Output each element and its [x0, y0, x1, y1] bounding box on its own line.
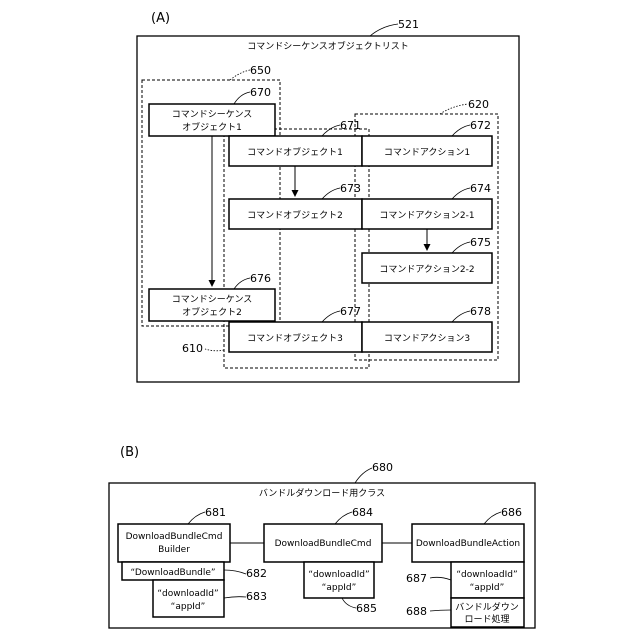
builder-line1: DownloadBundleCmd [126, 532, 223, 542]
command-object-2-label: コマンドオブジェクト2 [247, 209, 343, 221]
ref-650-leader [230, 70, 250, 80]
section-b-label: (B) [120, 445, 139, 460]
cmd-param-ids-line1: “downloadId” [308, 570, 369, 580]
ref-676: 676 [250, 272, 271, 285]
section-a-label: (A) [151, 11, 170, 26]
bundle-download-process-line2: ロード処理 [464, 613, 509, 625]
ref-675: 675 [470, 236, 491, 249]
command-action-1-label: コマンドアクション1 [384, 147, 470, 158]
download-bundle-cmd-builder [118, 524, 230, 562]
cmd-param-ids-line2: “appId” [322, 583, 357, 593]
ref-674-leader [452, 188, 470, 199]
ref-682: 682 [246, 567, 267, 580]
ref-687-leader [430, 577, 451, 580]
ref-683: 683 [246, 590, 267, 603]
ref-684: 684 [352, 506, 373, 519]
ref-677: 677 [340, 305, 361, 318]
ref-686-leader [484, 512, 501, 524]
command-sequence-object-2-line1: コマンドシーケンス [172, 294, 253, 305]
bundle-download-class-title: バンドルダウンロード用クラス [259, 487, 385, 499]
builder-param-download-bundle-text: “DownloadBundle” [130, 568, 215, 578]
ref-610: 610 [182, 342, 203, 355]
section-b: (B) バンドルダウンロード用クラス 680 DownloadBundleCmd… [109, 445, 535, 628]
ref-674: 674 [470, 182, 491, 195]
ref-521-leader [370, 24, 398, 36]
ref-521: 521 [398, 18, 419, 31]
ref-671: 671 [340, 119, 361, 132]
ref-671-leader [322, 125, 340, 136]
ref-680-leader [355, 468, 372, 483]
ref-677-leader [322, 311, 340, 322]
command-sequence-object-2-line2: オブジェクト2 [182, 306, 242, 318]
ref-684-leader [335, 512, 352, 524]
ref-681-leader [188, 512, 205, 524]
ref-685-leader [342, 598, 356, 608]
ref-687: 687 [406, 572, 427, 585]
ref-673: 673 [340, 182, 361, 195]
ref-620: 620 [468, 98, 489, 111]
ref-672-leader [452, 125, 470, 136]
bundle-download-process-line1: バンドルダウン [455, 601, 518, 613]
ref-650: 650 [250, 64, 271, 77]
ref-673-leader [322, 188, 340, 199]
command-action-3-label: コマンドアクション3 [384, 333, 470, 344]
builder-param-ids-line1: “downloadId” [157, 589, 218, 599]
ref-685: 685 [356, 602, 377, 615]
action-param-ids-line2: “appId” [470, 583, 505, 593]
command-object-3-label: コマンドオブジェクト3 [247, 332, 343, 344]
command-action-2-1-label: コマンドアクション2-1 [379, 210, 474, 221]
section-a: (A) コマンドシーケンスオブジェクトリスト 521 650 620 610 コ… [137, 11, 519, 382]
ref-688-leader [430, 610, 451, 611]
ref-672: 672 [470, 119, 491, 132]
ref-670-leader [234, 92, 250, 104]
ref-678-leader [452, 311, 470, 322]
ref-681: 681 [205, 506, 226, 519]
command-sequence-object-1-line2: オブジェクト1 [182, 121, 242, 133]
ref-683-leader [224, 597, 246, 598]
builder-param-ids-line2: “appId” [171, 602, 206, 612]
ref-675-leader [452, 242, 470, 253]
command-object-1-label: コマンドオブジェクト1 [247, 146, 343, 158]
download-bundle-action-label: DownloadBundleAction [416, 539, 520, 549]
ref-686: 686 [501, 506, 522, 519]
download-bundle-cmd-label: DownloadBundleCmd [275, 539, 372, 549]
command-sequence-object-1-line1: コマンドシーケンス [172, 109, 253, 120]
ref-680: 680 [372, 461, 393, 474]
command-sequence-object-list-title: コマンドシーケンスオブジェクトリスト [247, 40, 409, 52]
ref-682-leader [224, 570, 246, 574]
ref-688: 688 [406, 605, 427, 618]
builder-line2: Builder [158, 545, 190, 555]
ref-620-leader [440, 104, 468, 114]
ref-670: 670 [250, 86, 271, 99]
command-action-2-2-label: コマンドアクション2-2 [379, 264, 474, 275]
ref-678: 678 [470, 305, 491, 318]
ref-610-leader [205, 349, 224, 351]
ref-676-leader [234, 278, 250, 289]
action-param-ids-line1: “downloadId” [456, 570, 517, 580]
